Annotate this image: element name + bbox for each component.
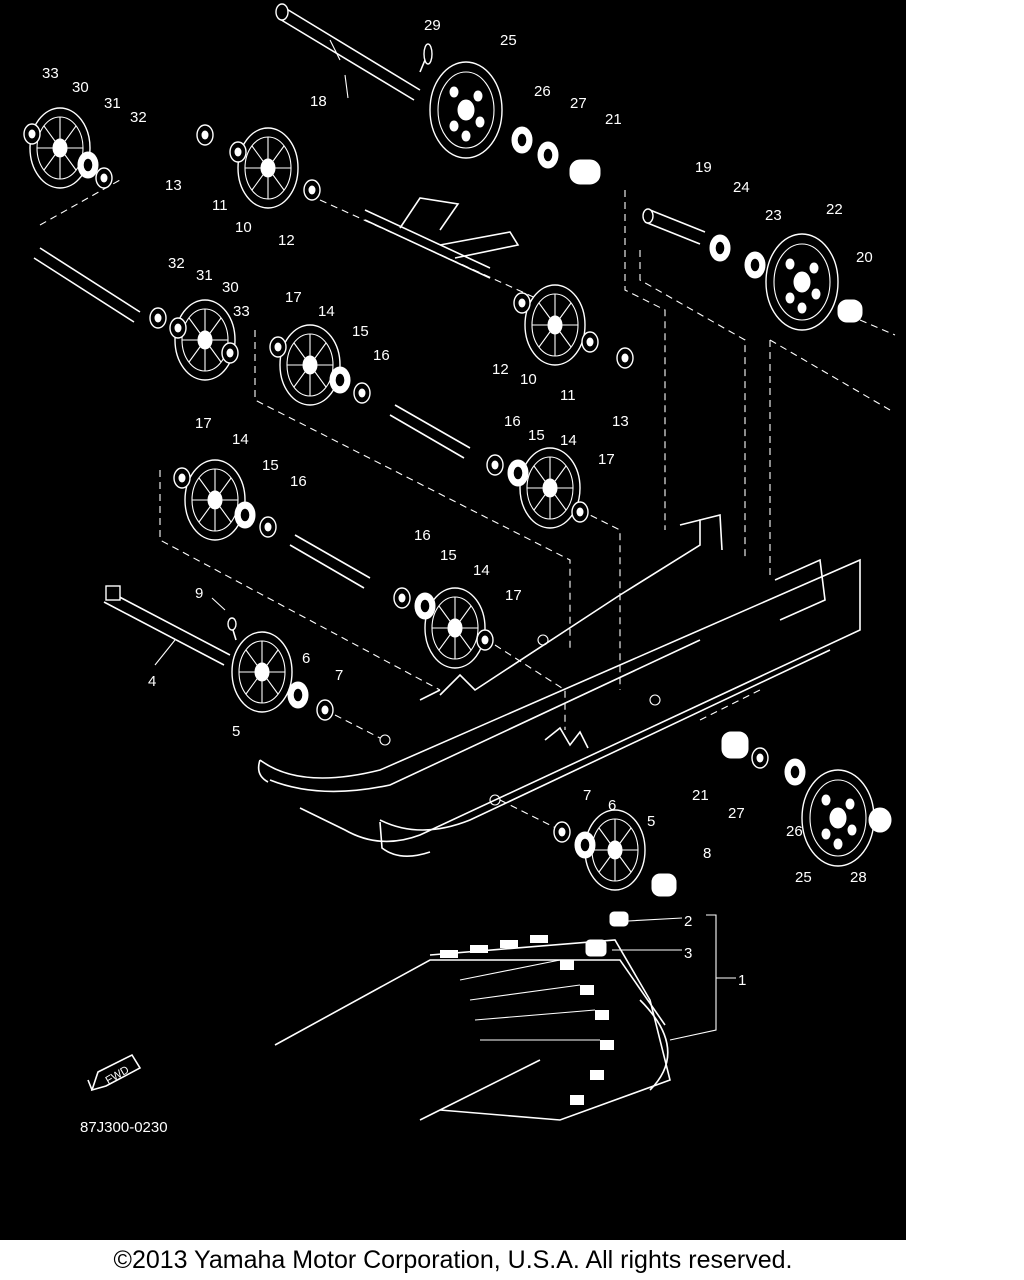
- wheel-30-left: [29, 107, 91, 189]
- callout-17: 17: [285, 289, 302, 306]
- track-belt: [274, 935, 671, 1121]
- callout-32: 32: [130, 109, 147, 126]
- callout-33: 33: [42, 65, 59, 82]
- wheel-22: [765, 233, 839, 331]
- callout-27: 27: [570, 95, 587, 112]
- callout-9: 9: [195, 585, 203, 602]
- leader-lines: [154, 39, 736, 1041]
- wheel-10-right: [524, 284, 586, 366]
- callout-19: 19: [695, 159, 712, 176]
- callout-32: 32: [168, 255, 185, 272]
- callout-5: 5: [647, 813, 655, 830]
- copyright-notice: ©2013 Yamaha Motor Corporation, U.S.A. A…: [113, 1245, 793, 1274]
- callout-8: 8: [703, 845, 711, 862]
- callout-14: 14: [473, 562, 490, 579]
- callout-6: 6: [608, 797, 616, 814]
- shafts: [33, 3, 706, 666]
- assembly-guide-lines: [39, 179, 896, 831]
- callout-18: 18: [310, 93, 327, 110]
- callout-23: 23: [765, 207, 782, 224]
- callout-14: 14: [318, 303, 335, 320]
- callout-16: 16: [504, 413, 521, 430]
- callout-15: 15: [262, 457, 279, 474]
- callout-17: 17: [505, 587, 522, 604]
- callout-21: 21: [605, 111, 622, 128]
- callout-6: 6: [302, 650, 310, 667]
- callout-13: 13: [612, 413, 629, 430]
- callout-7: 7: [583, 787, 591, 804]
- wheel-10-upper: [237, 127, 299, 209]
- wheel-14-c: [184, 459, 246, 541]
- callout-15: 15: [528, 427, 545, 444]
- callout-16: 16: [290, 473, 307, 490]
- callout-31: 31: [196, 267, 213, 284]
- callout-7: 7: [335, 667, 343, 684]
- wheel-14-a: [279, 324, 341, 406]
- callout-17: 17: [598, 451, 615, 468]
- wheel-25-lower: [801, 769, 875, 867]
- callout-12: 12: [278, 232, 295, 249]
- forward-arrow-icon: FWD: [87, 1053, 142, 1092]
- callout-14: 14: [560, 432, 577, 449]
- callout-30: 30: [72, 79, 89, 96]
- callout-24: 24: [733, 179, 750, 196]
- callout-10: 10: [520, 371, 537, 388]
- callout-12: 12: [492, 361, 509, 378]
- callout-11: 11: [212, 197, 228, 214]
- callout-28: 28: [850, 869, 867, 886]
- callout-1: 1: [738, 972, 746, 989]
- callout-31: 31: [104, 95, 121, 112]
- callout-25: 25: [795, 869, 812, 886]
- callout-15: 15: [352, 323, 369, 340]
- callout-14: 14: [232, 431, 249, 448]
- callout-26: 26: [534, 83, 551, 100]
- wheel-5-left: [231, 631, 293, 713]
- callout-30: 30: [222, 279, 239, 296]
- callout-25: 25: [500, 32, 517, 49]
- small-parts: [23, 43, 892, 957]
- callout-20: 20: [856, 249, 873, 266]
- callout-2: 2: [684, 913, 692, 930]
- callout-17: 17: [195, 415, 212, 432]
- callout-13: 13: [165, 177, 182, 194]
- callout-3: 3: [684, 945, 692, 962]
- callout-27: 27: [728, 805, 745, 822]
- callout-16: 16: [373, 347, 390, 364]
- callout-15: 15: [440, 547, 457, 564]
- callout-29: 29: [424, 17, 441, 34]
- callout-16: 16: [414, 527, 431, 544]
- torque-arm: [364, 197, 520, 279]
- callout-10: 10: [235, 219, 252, 236]
- callout-21: 21: [692, 787, 709, 804]
- callout-4: 4: [148, 673, 156, 690]
- callout-33: 33: [233, 303, 250, 320]
- wheel-25-upper: [429, 61, 503, 159]
- wheel-30-mid: [174, 299, 236, 381]
- callout-26: 26: [786, 823, 803, 840]
- callout-5: 5: [232, 723, 240, 740]
- wheel-14-b: [519, 447, 581, 529]
- callout-22: 22: [826, 201, 843, 218]
- slide-rail-frame: [257, 513, 861, 857]
- drawing-code: 87J300-0230: [80, 1119, 168, 1136]
- callout-11: 11: [560, 387, 576, 404]
